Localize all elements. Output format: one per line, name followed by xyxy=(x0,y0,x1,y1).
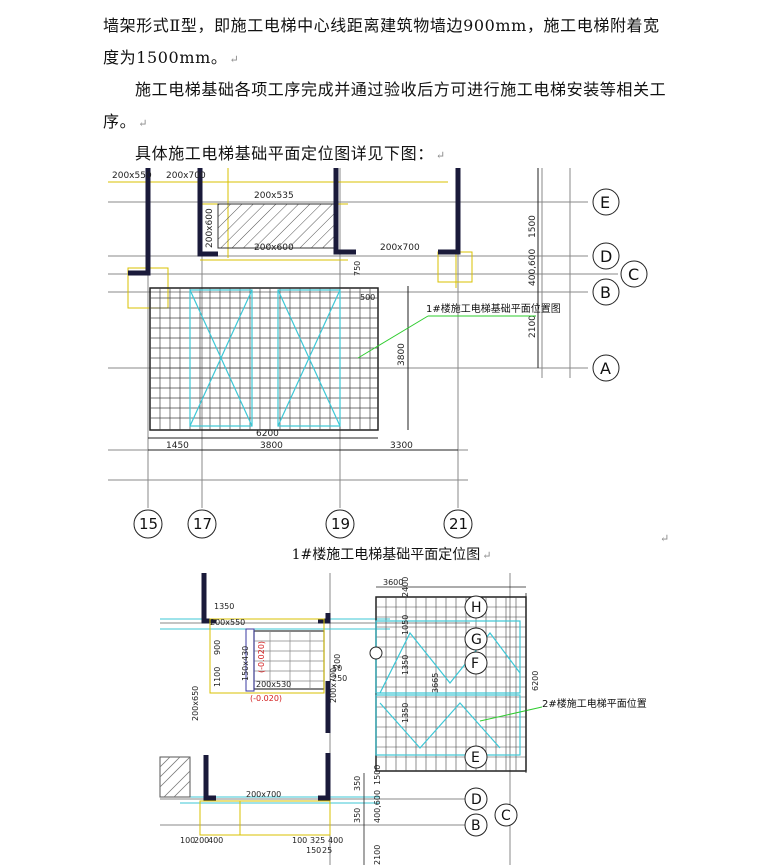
dim-right: 3665 xyxy=(431,673,440,693)
paragraph-mark: ↵ xyxy=(660,532,670,545)
dim-right: 1350 xyxy=(401,655,410,675)
dim-misc: 350 xyxy=(353,808,362,823)
axis-bubble-19: 19 xyxy=(331,515,350,533)
dim-misc: 250 xyxy=(332,674,347,683)
dim-bottom: 150 xyxy=(306,846,321,855)
dim-bottom: 100 xyxy=(292,836,307,845)
dim-right: 1350 xyxy=(401,703,410,723)
dim-right: 1050 xyxy=(401,615,410,635)
dim-misc: 200 xyxy=(333,654,342,669)
callout-label: 1#楼施工电梯基础平面位置图 xyxy=(426,302,561,315)
elevation-label: (-0.020) xyxy=(257,641,266,673)
paragraph-mark: ↵ xyxy=(482,549,492,562)
col-label: 150x430 xyxy=(241,646,250,681)
col-label: 200x700 xyxy=(329,668,338,703)
dim-total: 6200 xyxy=(256,429,279,439)
axis-bubble-21: 21 xyxy=(449,515,468,533)
axis-bubble-B: B xyxy=(600,283,611,302)
col-label: 200x550 xyxy=(210,618,245,627)
col-label: 200x700 xyxy=(246,790,281,799)
dim-height: 3800 xyxy=(397,343,407,366)
dim-bottom: 100 xyxy=(180,836,195,845)
dim-misc: 50 xyxy=(332,664,342,673)
col-label: 200x530 xyxy=(256,680,291,689)
paragraph-1: 墙架形式Ⅱ型，即施工电梯中心线距离建筑物墙边900mm，施工电梯附着宽度为150… xyxy=(103,16,660,67)
col-label: 200x600 xyxy=(254,243,294,253)
axis-bubble-B: B xyxy=(471,818,481,834)
axis-bubble-17: 17 xyxy=(193,515,212,533)
paragraph-mark: ↵ xyxy=(229,53,240,66)
paragraph-2: 施工电梯基础各项工序完成并通过验收后方可进行施工电梯安装等相关工序。↵ xyxy=(103,80,667,131)
paragraph-mark: ↵ xyxy=(435,149,446,162)
dim-right: 400,600 xyxy=(373,790,382,823)
dim-horizontal: 3300 xyxy=(390,441,413,451)
dim-vertical: 1500 xyxy=(528,215,538,238)
dim-bottom: 25 xyxy=(322,846,332,855)
axis-bubble-H: H xyxy=(471,600,482,616)
dim-750: 750 xyxy=(353,261,362,276)
axis-bubble-D: D xyxy=(600,247,612,266)
callout-label: 2#楼施工电梯平面位置 xyxy=(542,697,647,710)
dim-horizontal: 1450 xyxy=(166,441,189,451)
axis-bubble-small xyxy=(369,646,383,660)
axis-bubble-E: E xyxy=(600,193,610,212)
dim-vertical: 400,600 xyxy=(528,249,538,286)
dim-vertical: 2100 xyxy=(528,315,538,338)
figure-2-plan-drawing: 2#楼施工电梯平面位置 H G F E D C B 1350 200x550 3… xyxy=(159,573,647,865)
axis-bubble-A: A xyxy=(600,359,611,378)
col-label: 200x700 xyxy=(380,243,420,253)
dim-left: 200x650 xyxy=(191,686,200,721)
figure-caption: 1#楼施工电梯基础平面定位图↵ xyxy=(291,547,492,563)
paragraph-mark: ↵ xyxy=(138,117,149,130)
dim-bottom: 325 xyxy=(310,836,325,845)
dim-top: 1350 xyxy=(214,602,234,611)
elevation-label: (-0.020) xyxy=(250,694,282,703)
axis-bubble-G: G xyxy=(471,632,482,648)
axis-bubble-D: D xyxy=(471,792,482,808)
dim-horizontal: 3800 xyxy=(260,441,283,451)
dim-bottom: 400 xyxy=(328,836,343,845)
col-label: 200x700 xyxy=(166,171,206,181)
paragraph-3: 具体施工电梯基础平面定位图详见下图：↵ xyxy=(135,144,446,163)
col-label: 200x600 xyxy=(205,208,215,248)
dim-left: 1100 xyxy=(213,667,222,687)
axis-bubble-E: E xyxy=(471,750,480,766)
axis-bubble-15: 15 xyxy=(139,515,158,533)
dim-left: 900 xyxy=(213,640,222,655)
dim-bottom: 400 xyxy=(208,836,223,845)
dim-misc: 350 xyxy=(353,776,362,791)
dim-right: 2100 xyxy=(373,845,382,865)
dim-right: 6200 xyxy=(531,671,540,691)
axis-bubble-C: C xyxy=(501,808,511,824)
dim-top: 3600 xyxy=(383,578,403,587)
col-label: 200x535 xyxy=(254,191,294,201)
dim-500: 500 xyxy=(360,293,375,302)
axis-bubble-F: F xyxy=(471,656,479,672)
axis-bubble-C: C xyxy=(628,265,639,284)
col-label: 200x550 xyxy=(112,171,152,181)
figure-1-plan-drawing: 200x550 200x700 200x535 200x600 200x700 … xyxy=(108,168,648,539)
dim-bottom: 200 xyxy=(194,836,209,845)
dim-right: 1500 xyxy=(373,765,382,785)
